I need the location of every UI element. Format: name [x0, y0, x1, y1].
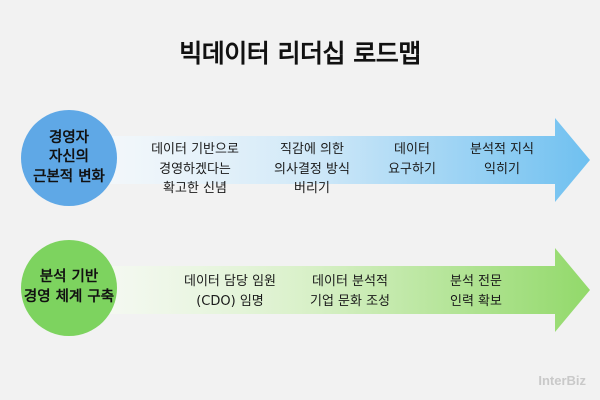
arrow-row-2: [40, 248, 590, 332]
step-data-belief: 데이터 기반으로 경영하겠다는 확고한 신념: [151, 142, 239, 196]
step-analytics-culture: 데이터 분석적 기업 문화 조성: [309, 274, 391, 309]
step-request-data: 데이터 요구하기: [388, 142, 436, 177]
step-appoint-cdo: 데이터 담당 임원 (CDO) 임명: [184, 274, 276, 309]
step-drop-intuition: 직감에 의한 의사결정 방식 버리기: [274, 142, 350, 196]
watermark-logo: InterBiz: [538, 373, 586, 388]
arrow-row-1: [40, 118, 590, 202]
circle-analytics-system: 분석 기반 경영 체계 구축: [21, 240, 117, 336]
page-title: 빅데이터 리더십 로드맵: [179, 39, 421, 68]
circle-leader-change: 경영자 자신의 근본적 변화: [21, 110, 117, 206]
step-learn-analytics: 분석적 지식 익히기: [470, 142, 534, 177]
circle-label: 경영자 자신의 근본적 변화: [33, 129, 105, 185]
step-secure-talent: 분석 전문 인력 확보: [450, 274, 502, 309]
circle-label: 분석 기반 경영 체계 구축: [23, 269, 115, 305]
